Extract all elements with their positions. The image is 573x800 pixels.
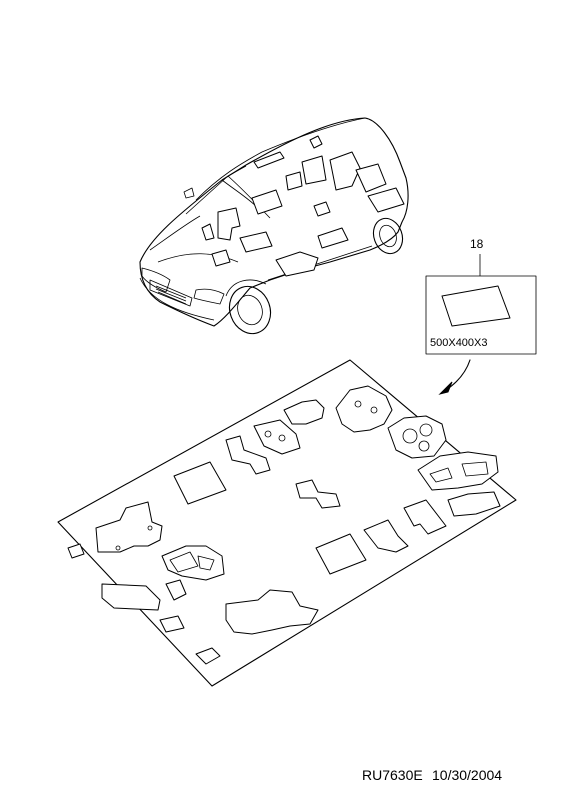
callout-box xyxy=(425,275,537,355)
footer-reference: RU7630E 10/30/2004 xyxy=(362,767,502,783)
part-callout-18: 18 500X400X3 xyxy=(425,237,537,395)
diagram-code: RU7630E xyxy=(362,767,423,783)
diagram-date: 10/30/2004 xyxy=(432,767,502,783)
sheet-size-label: 500X400X3 xyxy=(430,337,488,349)
callout-number: 18 xyxy=(470,237,484,251)
sheet-outline xyxy=(57,359,517,687)
vehicle-illustration xyxy=(139,117,409,335)
insulation-sheet-icon xyxy=(441,285,511,327)
sound-pad-sheet xyxy=(57,359,517,687)
